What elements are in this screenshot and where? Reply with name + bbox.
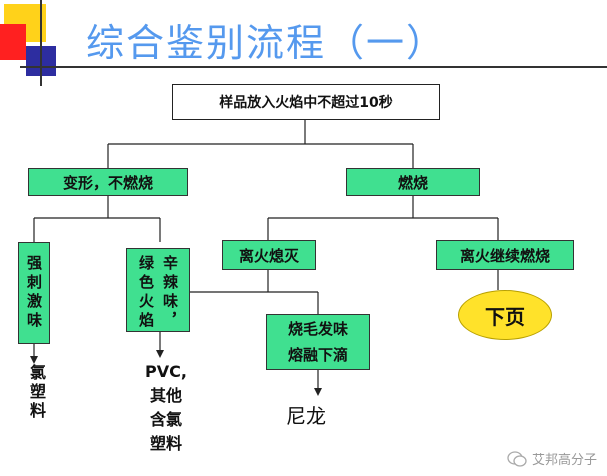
node-continue-burn-label: 离火继续燃烧 (459, 246, 550, 265)
result-pvc: PVC, 其他 含氯 塑料 (136, 360, 196, 456)
node-deform-label: 变形，不燃烧 (62, 173, 153, 192)
node-burn: 燃烧 (346, 168, 480, 196)
node-root: 样品放入火焰中不超过10秒 (172, 84, 440, 120)
arrowhead-green (156, 350, 164, 358)
arrowhead-hair-smell (314, 388, 322, 396)
decor-square-red (0, 24, 26, 60)
node-spicy-label: 辛辣味， (161, 255, 179, 331)
result-pvc-line3: 含氯 (149, 410, 182, 429)
result-chlor-plastic: 氯塑料 (27, 364, 46, 421)
node-burn-label: 燃烧 (397, 173, 428, 192)
node-extinguish-label: 离火熄灭 (238, 246, 299, 265)
node-pungent-label: 强刺激味 (25, 255, 43, 331)
watermark: 艾邦高分子 (507, 449, 597, 468)
decor-vertical-line (40, 0, 42, 86)
node-green-flame-label: 绿色火焰 (137, 255, 155, 331)
node-green-flame: 辛辣味， 绿色火焰 (126, 248, 190, 332)
node-next-page-label: 下页 (485, 304, 525, 329)
page-title: 综合鉴别流程（一） (86, 21, 447, 65)
wechat-icon (507, 450, 527, 467)
result-pvc-line4: 塑料 (149, 434, 182, 453)
title-underline (20, 66, 607, 68)
node-pungent: 强刺激味 (18, 242, 50, 344)
arrowhead-pungent (30, 356, 38, 364)
watermark-label: 艾邦高分子 (531, 453, 597, 468)
node-hair-smell-line1: 烧毛发味 (287, 320, 348, 338)
node-next-page[interactable]: 下页 (458, 290, 552, 340)
result-nylon: 尼龙 (286, 404, 326, 428)
node-continue-burn: 离火继续燃烧 (436, 240, 574, 270)
result-pvc-line2: 其他 (149, 386, 182, 405)
result-pvc-line1: PVC, (145, 362, 187, 381)
node-extinguish: 离火熄灭 (222, 240, 316, 270)
node-hair-smell-line2: 熔融下滴 (287, 346, 348, 364)
node-deform: 变形，不燃烧 (28, 168, 188, 196)
node-hair-smell: 烧毛发味 熔融下滴 (266, 314, 370, 370)
node-root-label: 样品放入火焰中不超过10秒 (219, 95, 393, 111)
